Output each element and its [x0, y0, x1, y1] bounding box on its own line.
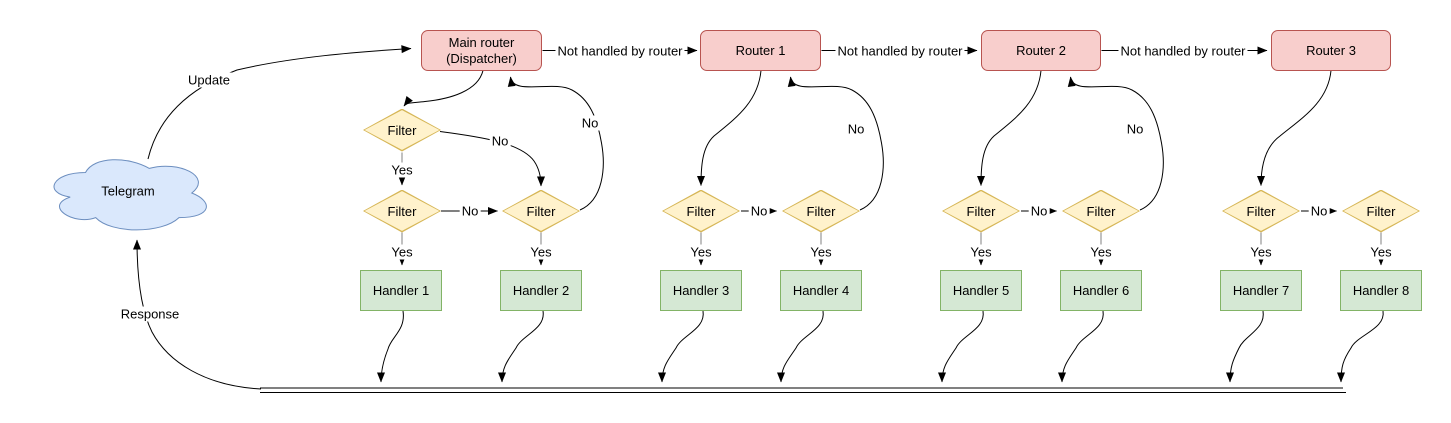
filter-diamond-1-label: Filter	[387, 203, 417, 219]
yes-label-3: Yes	[688, 244, 714, 260]
filter-diamond-6-label: Filter	[1086, 203, 1116, 219]
yes-label-7: Yes	[1248, 244, 1274, 260]
handler4-label: Handler 4	[792, 282, 850, 298]
handler2-label: Handler 2	[512, 282, 570, 298]
edge-handler3-drop	[658, 310, 704, 383]
no-label-f1-f2: No	[459, 203, 481, 219]
no-label-f3-f4: No	[748, 203, 770, 219]
response-edge-label: Response	[118, 306, 182, 322]
router2-node: Router 2	[981, 30, 1101, 71]
edge-filter2-no-to-dispatcher	[507, 76, 604, 211]
no-label-f5-f6: No	[1028, 203, 1050, 219]
edge-router1-to-filter	[697, 70, 762, 186]
router3-label: Router 3	[1306, 42, 1356, 58]
yes-label-5: Yes	[968, 244, 994, 260]
no-label-f7-f8: No	[1308, 203, 1330, 219]
filter-diamond-0: Filter	[363, 108, 441, 152]
router1-label: Router 1	[735, 42, 786, 58]
main-router-label: Main router (Dispatcher)	[446, 35, 517, 67]
handler2-node: Handler 2	[500, 270, 582, 311]
edge-handler2-drop	[498, 310, 544, 383]
no-label-loop-main: No	[579, 115, 601, 131]
edge-handler7-drop	[1226, 310, 1264, 383]
filter-diamond-4: Filter	[782, 189, 860, 233]
handler3-label: Handler 3	[672, 282, 730, 298]
router1-node: Router 1	[700, 30, 821, 71]
handler7-label: Handler 7	[1232, 282, 1290, 298]
no-label-loop-r2: No	[1124, 121, 1146, 137]
edge-handler4-drop	[777, 310, 824, 383]
filter-diamond-0-label: Filter	[387, 122, 417, 138]
handler1-node: Handler 1	[360, 270, 442, 311]
edge-filter6-no-to-router2	[1067, 76, 1164, 211]
filter-diamond-3: Filter	[662, 189, 740, 233]
main-router-label-line2: (Dispatcher)	[446, 50, 517, 66]
telegram-cloud-label: Telegram	[101, 183, 155, 199]
handler1-label: Handler 1	[372, 282, 430, 298]
not-handled-label-2: Not handled by router	[835, 43, 965, 59]
edge-handler8-drop	[1337, 310, 1384, 383]
filter-diamond-4-label: Filter	[806, 203, 836, 219]
telegram-cloud-shape	[53, 159, 207, 231]
handler5-label: Handler 5	[952, 282, 1010, 298]
filter-diamond-6: Filter	[1062, 189, 1140, 233]
filter-diamond-3-label: Filter	[686, 203, 716, 219]
main-router-label-line1: Main router	[448, 34, 515, 50]
yes-label-8: Yes	[1368, 244, 1394, 260]
handler5-node: Handler 5	[940, 270, 1022, 311]
router3-node: Router 3	[1271, 30, 1391, 71]
not-handled-label-3: Not handled by router	[1118, 43, 1248, 59]
yes-label-2: Yes	[528, 244, 554, 260]
handler4-node: Handler 4	[780, 270, 862, 311]
handler3-node: Handler 3	[660, 270, 742, 311]
filter-diamond-7-label: Filter	[1246, 203, 1276, 219]
edge-handler5-drop	[938, 310, 984, 383]
edge-handler6-drop	[1058, 310, 1104, 383]
filter-diamond-5-label: Filter	[966, 203, 996, 219]
filter-diamond-2-label: Filter	[526, 203, 556, 219]
not-handled-label-1: Not handled by router	[555, 43, 685, 59]
handler6-node: Handler 6	[1060, 270, 1142, 311]
handler8-label: Handler 8	[1352, 282, 1410, 298]
yes-label-4: Yes	[808, 244, 834, 260]
filter-diamond-2: Filter	[502, 189, 580, 233]
edge-filter4-no-to-router1	[787, 76, 884, 211]
edge-handler1-drop	[377, 310, 404, 383]
edge-update	[147, 45, 412, 160]
handler8-node: Handler 8	[1340, 270, 1422, 311]
edge-dispatcher-to-filter	[403, 70, 484, 107]
edge-router2-to-filter	[977, 70, 1042, 186]
filter-diamond-8: Filter	[1342, 189, 1420, 233]
filter-diamond-7: Filter	[1222, 189, 1300, 233]
filter-diamond-1: Filter	[363, 189, 441, 233]
yes-label-1: Yes	[389, 244, 415, 260]
edge-router3-to-filter	[1257, 70, 1332, 186]
main-router-node: Main router (Dispatcher)	[421, 30, 542, 71]
no-label-loop-r1: No	[845, 121, 867, 137]
no-label-f0-curve: No	[489, 133, 511, 149]
update-edge-label: Update	[186, 72, 232, 88]
edge-filter0-no-to-filter2	[439, 131, 545, 187]
filter-diamond-5: Filter	[942, 189, 1020, 233]
handler7-node: Handler 7	[1220, 270, 1302, 311]
yes-label-6: Yes	[1088, 244, 1114, 260]
edge-response	[133, 239, 262, 390]
handler6-label: Handler 6	[1072, 282, 1130, 298]
router2-label: Router 2	[1016, 42, 1066, 58]
yes-label-f0: Yes	[389, 162, 415, 178]
filter-diamond-8-label: Filter	[1366, 203, 1396, 219]
